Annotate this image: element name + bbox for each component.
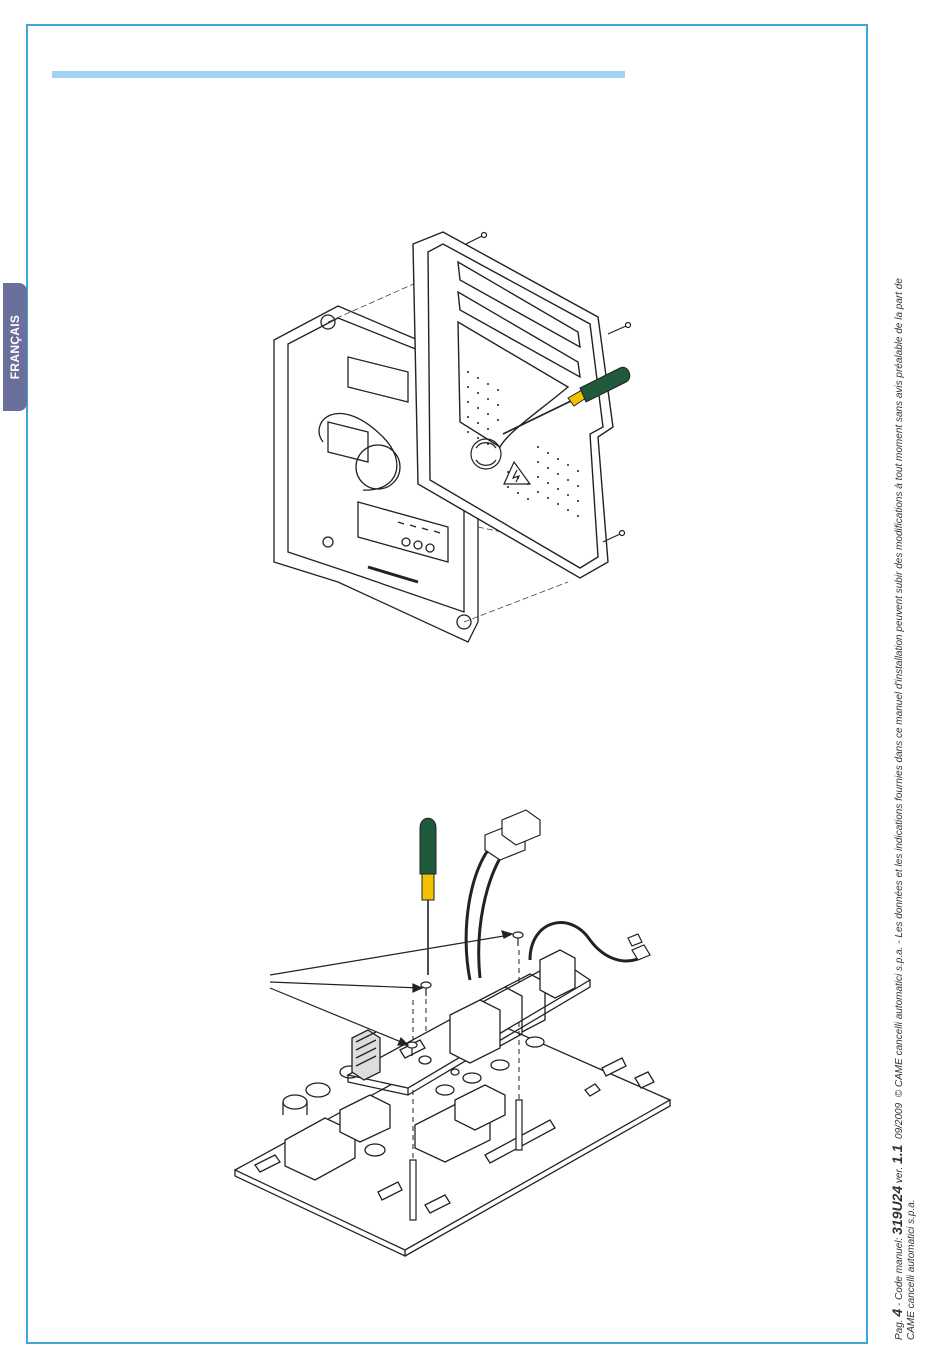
- version-prefix: ver.: [894, 1164, 905, 1186]
- manual-code: 319U24: [889, 1186, 905, 1235]
- cover-removal-illustration: [268, 222, 648, 662]
- footer-date: 09/2009: [894, 1103, 905, 1139]
- language-tab-label: FRANÇAIS: [8, 315, 22, 379]
- circuit-board-illustration: [230, 810, 680, 1280]
- page-prefix: Pag.: [894, 1319, 905, 1340]
- language-tab[interactable]: FRANÇAIS: [3, 283, 27, 411]
- code-prefix: - Code manuel:: [894, 1235, 905, 1309]
- version-number: 1.1: [889, 1145, 905, 1164]
- copyright-text: © CAME cancelli automatici s.p.a. - Les …: [894, 278, 905, 1097]
- page-number: 4: [889, 1309, 905, 1317]
- footer-line-1: Pag. 4 - Code manuel: 319U24 ver. 1.1 09…: [891, 30, 906, 1340]
- section-title-bar: [52, 71, 625, 78]
- footer-line-2: CAME cancelli automatici s.p.a.: [906, 30, 918, 1340]
- board-mounting-illustration: [230, 810, 680, 1280]
- connector-icon: [485, 810, 650, 960]
- screwdriver-icon: [420, 818, 436, 975]
- page-footer: Pag. 4 - Code manuel: 319U24 ver. 1.1 09…: [891, 30, 918, 1340]
- enclosure-illustration: [268, 222, 648, 662]
